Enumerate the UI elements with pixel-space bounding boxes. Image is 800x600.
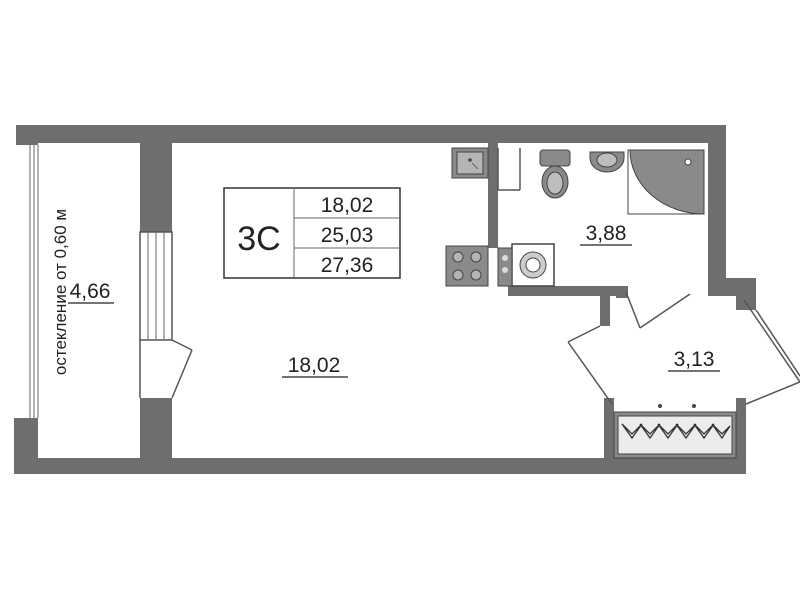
flat-type-label: 3С (237, 220, 280, 258)
area-legend: 3С 18,02 25,03 27,36 (223, 187, 401, 279)
partition-window (139, 231, 173, 341)
living-area-value: 18,02 (321, 194, 374, 217)
wall-partition-upper (140, 140, 172, 232)
toilet (539, 149, 571, 199)
bathroom-area-label: 3,88 (586, 222, 627, 245)
shower-tray (627, 149, 705, 215)
wall-right-upper (708, 125, 726, 285)
wall-balcony-top-left (16, 125, 38, 145)
wardrobe (613, 404, 737, 459)
wall-balcony-bottom (14, 458, 174, 474)
balcony-area-label: 4,66 (70, 280, 111, 303)
wall-bath-bottom (508, 286, 626, 296)
kitchen-sink (451, 147, 489, 179)
area-with-balcony-value: 27,36 (321, 254, 374, 277)
wall-wardrobe-right (736, 398, 746, 474)
wall-right-stub (736, 278, 756, 310)
walls (14, 125, 756, 474)
washing-machine (511, 243, 555, 287)
wall-hall-stub (600, 286, 610, 326)
glazing-note: остекление от 0,60 м (51, 209, 70, 375)
main-room-area-label: 18,02 (288, 354, 341, 377)
balcony-glazing (29, 145, 39, 418)
wall-bottom (140, 458, 608, 474)
stove (445, 245, 489, 287)
wall-bottom-right (604, 458, 742, 474)
total-area-value: 25,03 (321, 224, 374, 247)
wall-top (16, 125, 726, 143)
entry-door (567, 291, 800, 405)
wall-wardrobe-left (604, 398, 614, 474)
bathroom-door (497, 148, 521, 191)
boiler (497, 247, 513, 287)
wall-bath-door-jamb (616, 286, 628, 298)
washbasin (589, 151, 625, 173)
balcony-door (139, 339, 193, 399)
wall-bath-partition (488, 140, 498, 248)
hallway-area-label: 3,13 (674, 348, 715, 371)
